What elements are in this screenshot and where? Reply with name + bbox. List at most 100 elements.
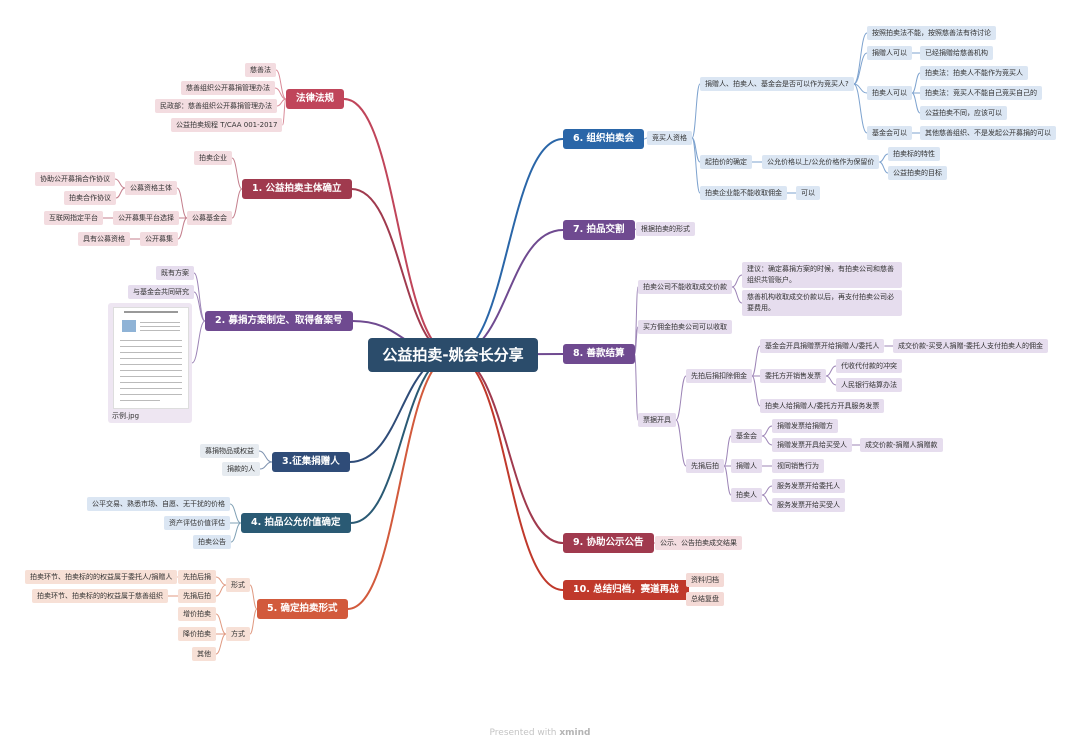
b8-donor-as-sale[interactable]: 视同销售行为 (772, 459, 824, 473)
b8-collect-conflict[interactable]: 代收代付款的冲突 (836, 359, 902, 373)
branch-9-announce[interactable]: 9. 协助公示公告 (563, 533, 654, 553)
law-item-fundraising-rules[interactable]: 慈善组织公开募捐管理办法 (181, 81, 275, 95)
b3-donors[interactable]: 捐款的人 (222, 462, 260, 476)
b8-bank-settlement[interactable]: 人民银行结算办法 (836, 378, 902, 392)
b1-has-qualification[interactable]: 具有公募资格 (78, 232, 130, 246)
b8-donate-first[interactable]: 先捐后拍 (686, 459, 724, 473)
b8-fund-issue[interactable]: 基金会开具捐赠票开给捐赠人/委托人 (760, 339, 885, 353)
branch-1-subject[interactable]: 1. 公益拍卖主体确立 (242, 179, 352, 199)
b1-public-raise[interactable]: 公开募集 (140, 232, 178, 246)
b5-decreasing-auction[interactable]: 降价拍卖 (178, 627, 216, 641)
branch-6-organize[interactable]: 6. 组织拍卖会 (563, 129, 645, 149)
b6-start-price[interactable]: 起拍价的确定 (700, 155, 752, 169)
connector (761, 494, 773, 506)
branch-4-fair-value[interactable]: 4. 拍品公允价值确定 (241, 513, 351, 533)
b6-auctioneer-rule-3[interactable]: 公益拍卖不同，应该可以 (920, 106, 1007, 120)
connector (275, 69, 287, 100)
b6-start-price-rule[interactable]: 公允价格以上/公允价格作为保留价 (762, 155, 880, 169)
b5-auction-first-desc[interactable]: 拍卖环节、拍卖标的的权益属于委托人/捐赠人 (25, 570, 178, 584)
b8-delegate-sale-invoice[interactable]: 委托方开销售发票 (760, 369, 826, 383)
branch-5-form[interactable]: 5. 确定拍卖形式 (257, 599, 348, 619)
b8-fund-to-buyer[interactable]: 捐赠发票开具给买受人 (772, 438, 852, 452)
b8-fund[interactable]: 基金会 (731, 429, 762, 443)
connector (761, 425, 773, 437)
connector (825, 365, 837, 377)
b1-internet-platform[interactable]: 互联网指定平台 (44, 211, 103, 225)
connector (761, 435, 773, 446)
b3-donated-goods[interactable]: 募捐物品或权益 (200, 444, 259, 458)
b8-fund-to-buyer-detail[interactable]: 成交价款-捐赠人捐赠款 (860, 438, 943, 452)
connector (230, 522, 242, 543)
b6-question[interactable]: 捐赠人、拍卖人、基金会是否可以作为竞买人? (700, 77, 854, 91)
b1-auction-company[interactable]: 拍卖企业 (194, 151, 232, 165)
connector (215, 613, 227, 635)
b1-platform-select[interactable]: 公开募集平台选择 (113, 211, 179, 225)
b2-example-image[interactable]: 示例.jpg (108, 303, 192, 423)
b5-auction-first[interactable]: 先拍后捐 (178, 570, 216, 584)
b6-auctioneer-rule-2[interactable]: 拍卖法：竞买人不能自己竞买自己的 (920, 86, 1042, 100)
b8-auctioneer[interactable]: 拍卖人 (731, 488, 762, 502)
connector (193, 272, 206, 322)
law-item-charity-law[interactable]: 慈善法 (245, 63, 276, 77)
b5-donate-first-desc[interactable]: 拍卖环节、拍卖标的的权益属于慈善组织 (32, 589, 168, 603)
connector (177, 217, 188, 240)
b5-increasing-auction[interactable]: 增价拍卖 (178, 607, 216, 621)
b5-donate-first[interactable]: 先捐后拍 (178, 589, 216, 603)
b10-archive[interactable]: 资料归档 (686, 573, 724, 587)
b2-joint-research[interactable]: 与基金会共同研究 (128, 285, 194, 299)
connector (452, 354, 564, 591)
b6-fund-can-desc[interactable]: 其他慈善组织、不是发起公开募捐的可以 (920, 126, 1056, 140)
b6-auctioneer-rule-1[interactable]: 拍卖法：拍卖人不能作为竞买人 (920, 66, 1028, 80)
branch-10-summary[interactable]: 10. 总结归档，赛道再战 (563, 580, 689, 600)
b6-no-commission[interactable]: 拍卖企业能不能收取佣金 (700, 186, 787, 200)
b8-service-to-buyer[interactable]: 服务发票开给买受人 (772, 498, 845, 512)
b9-announce-result[interactable]: 公示、公告拍卖成交结果 (655, 536, 742, 550)
b1-public-fund[interactable]: 公募基金会 (187, 211, 232, 225)
b8-suggestion[interactable]: 建议：确定募捐方案的时候，有拍卖公司和慈善组织共管账户。 (742, 262, 902, 288)
b5-other[interactable]: 其他 (192, 647, 216, 661)
b8-invoice[interactable]: 票据开具 (638, 413, 676, 427)
b7-by-form[interactable]: 根据拍卖的形式 (636, 222, 695, 236)
root-topic[interactable]: 公益拍卖-姚会长分享 (368, 338, 538, 372)
b6-bidder-qualification[interactable]: 竞买人资格 (647, 131, 692, 145)
branch-3-donors[interactable]: 3.征集捐赠人 (272, 452, 350, 472)
b5-form[interactable]: 形式 (226, 578, 250, 592)
branch-law[interactable]: 法律法规 (286, 89, 345, 109)
b8-service-to-delegate[interactable]: 服务发票开给委托人 (772, 479, 845, 493)
b6-law-unclear[interactable]: 按照拍卖法不能，按照慈善法有待讨论 (867, 26, 996, 40)
b1-qualification[interactable]: 公募资格主体 (125, 181, 177, 195)
connector (259, 461, 273, 470)
b8-cannot-collect[interactable]: 拍卖公司不能收取成交价款 (638, 280, 732, 294)
b6-donor-can[interactable]: 捐赠人可以 (867, 46, 912, 60)
b8-fund-issue-detail[interactable]: 成交价款-买受人捐赠-委托人支付拍卖人的佣金 (893, 339, 1049, 353)
connector (215, 576, 227, 586)
b10-review[interactable]: 总结复盘 (686, 592, 724, 606)
b8-after-collect[interactable]: 慈善机构收取成交价款以后，再支付拍卖公司必要费用。 (742, 290, 902, 316)
b6-auction-goal[interactable]: 公益拍卖的目标 (888, 166, 947, 180)
b8-service-invoice[interactable]: 拍卖人给捐赠人/委托方开具服务发票 (760, 399, 885, 413)
b6-auctioneer-can[interactable]: 拍卖人可以 (867, 86, 912, 100)
branch-7-delivery[interactable]: 7. 拍品交割 (563, 220, 635, 240)
b5-method[interactable]: 方式 (226, 627, 250, 641)
law-item-auction-standard[interactable]: 公益拍卖规程 T/CAA 001-2017 (171, 118, 283, 132)
b6-subject-feature[interactable]: 拍卖标的特性 (888, 147, 940, 161)
b6-donor-can-desc[interactable]: 已经捐赠给慈善机构 (920, 46, 993, 60)
b6-fund-can[interactable]: 基金会可以 (867, 126, 912, 140)
b4-asset-evaluation[interactable]: 资产评估价值评估 (164, 516, 230, 530)
b2-existing-plan[interactable]: 既有方案 (156, 266, 194, 280)
connector (911, 72, 921, 94)
b8-auction-first[interactable]: 先拍后捐扣除佣金 (686, 369, 752, 383)
b1-cooperate-agreement[interactable]: 协助公开募捐合作协议 (35, 172, 115, 186)
connector (343, 98, 454, 356)
b1-auction-agreement[interactable]: 拍卖合作协议 (64, 191, 116, 205)
b8-fund-to-donor[interactable]: 捐赠发票给捐赠方 (772, 419, 838, 433)
b4-auction-notice[interactable]: 拍卖公告 (193, 535, 231, 549)
branch-2-plan[interactable]: 2. 募捐方案制定、取得备案号 (205, 311, 353, 331)
b8-donor[interactable]: 捐赠人 (731, 459, 762, 473)
connector (258, 450, 273, 463)
b6-ok[interactable]: 可以 (796, 186, 820, 200)
branch-8-settlement[interactable]: 8. 善款结算 (563, 344, 635, 364)
law-item-ministry-rules[interactable]: 民政部：慈善组织公开募捐管理办法 (155, 99, 277, 113)
b8-buyer-commission[interactable]: 买方佣金拍卖公司可以收取 (638, 320, 732, 334)
b4-fair-price[interactable]: 公平交易、熟悉市场、自愿、无干扰的价格 (87, 497, 230, 511)
